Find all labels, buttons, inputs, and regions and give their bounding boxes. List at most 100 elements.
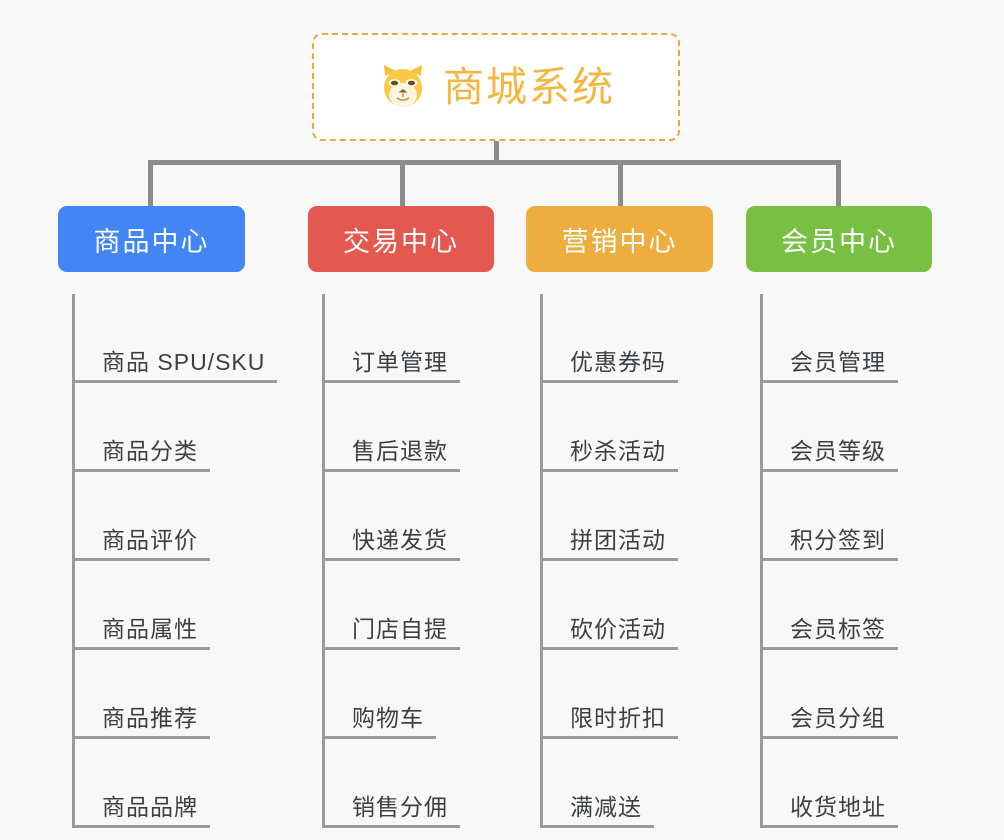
leaf-spine — [760, 294, 763, 828]
leaf-underline — [760, 558, 898, 561]
leaf-label: 售后退款 — [352, 438, 448, 464]
leaf-item[interactable]: 销售分佣 — [322, 739, 494, 828]
leaf-label: 秒杀活动 — [570, 438, 666, 464]
leaf-underline — [760, 825, 898, 828]
leaf-label: 会员管理 — [790, 349, 886, 375]
leaf-item[interactable]: 商品推荐 — [72, 650, 265, 739]
leaf-label: 商品分类 — [102, 438, 198, 464]
shiba-dog-icon — [384, 65, 422, 109]
category-title: 商品中心 — [93, 226, 210, 257]
category-header-member[interactable]: 会员中心 — [746, 206, 932, 272]
leaf-item[interactable]: 订单管理 — [322, 294, 494, 383]
leaf-label: 满减送 — [570, 794, 642, 820]
leaf-label: 商品评价 — [102, 527, 198, 553]
category-title: 会员中心 — [781, 226, 897, 257]
leaf-underline — [72, 380, 277, 383]
leaf-underline — [322, 558, 460, 561]
leaf-list-member: 会员管理 会员等级 积分签到 会员标签 会员分组 收货地址 — [746, 294, 932, 828]
leaf-label: 积分签到 — [790, 527, 886, 553]
leaf-underline — [322, 825, 460, 828]
category-column-trade: 交易中心 订单管理 售后退款 快递发货 门店自提 购物车 — [308, 206, 494, 828]
leaf-underline — [322, 469, 460, 472]
leaf-item[interactable]: 商品属性 — [72, 561, 265, 650]
category-column-member: 会员中心 会员管理 会员等级 积分签到 会员标签 会员分组 — [746, 206, 932, 828]
leaf-label: 砍价活动 — [570, 616, 666, 642]
leaf-item[interactable]: 商品品牌 — [72, 739, 265, 828]
leaf-item[interactable]: 限时折扣 — [540, 650, 713, 739]
leaf-item[interactable]: 商品 SPU/SKU — [72, 294, 277, 383]
connector-drop-2 — [618, 160, 623, 208]
leaf-underline — [322, 736, 436, 739]
leaf-underline — [72, 558, 210, 561]
leaf-underline — [540, 825, 654, 828]
leaf-underline — [322, 647, 460, 650]
leaf-spine — [72, 294, 75, 828]
leaf-label: 销售分佣 — [352, 794, 448, 820]
root-title: 商城系统 — [443, 63, 615, 110]
leaf-item[interactable]: 会员等级 — [760, 383, 932, 472]
leaf-label: 收货地址 — [790, 794, 886, 820]
leaf-item[interactable]: 秒杀活动 — [540, 383, 713, 472]
leaf-item[interactable]: 快递发货 — [322, 472, 494, 561]
leaf-underline — [72, 647, 210, 650]
leaf-item[interactable]: 会员分组 — [760, 650, 932, 739]
leaf-list-product: 商品 SPU/SKU 商品分类 商品评价 商品属性 商品推荐 商品品牌 — [58, 294, 277, 828]
connector-drop-3 — [836, 160, 841, 208]
leaf-spine — [540, 294, 543, 828]
leaf-underline — [760, 647, 898, 650]
leaf-item[interactable]: 砍价活动 — [540, 561, 713, 650]
category-title: 营销中心 — [561, 226, 678, 257]
leaf-underline — [540, 647, 678, 650]
leaf-label: 商品品牌 — [102, 794, 198, 820]
leaf-item[interactable]: 会员管理 — [760, 294, 932, 383]
connector-drop-0 — [148, 160, 153, 208]
leaf-item[interactable]: 积分签到 — [760, 472, 932, 561]
leaf-label: 购物车 — [352, 705, 424, 731]
leaf-label: 快递发货 — [352, 527, 448, 553]
leaf-item[interactable]: 购物车 — [322, 650, 494, 739]
leaf-label: 商品 SPU/SKU — [102, 349, 266, 375]
leaf-item[interactable]: 售后退款 — [322, 383, 494, 472]
leaf-underline — [540, 469, 678, 472]
leaf-label: 限时折扣 — [570, 705, 666, 731]
leaf-label: 拼团活动 — [570, 527, 666, 553]
leaf-underline — [72, 469, 210, 472]
leaf-list-trade: 订单管理 售后退款 快递发货 门店自提 购物车 销售分佣 — [308, 294, 494, 828]
category-header-product[interactable]: 商品中心 — [58, 206, 245, 272]
leaf-underline — [760, 736, 898, 739]
leaf-label: 会员分组 — [790, 705, 886, 731]
leaf-label: 商品属性 — [102, 616, 198, 642]
leaf-label: 商品推荐 — [102, 705, 198, 731]
connector-horizontal-bus — [148, 160, 841, 165]
leaf-item[interactable]: 拼团活动 — [540, 472, 713, 561]
leaf-underline — [322, 380, 460, 383]
leaf-item[interactable]: 商品评价 — [72, 472, 265, 561]
category-column-product: 商品中心 商品 SPU/SKU 商品分类 商品评价 商品属性 商品推荐 — [58, 206, 277, 828]
leaf-item[interactable]: 门店自提 — [322, 561, 494, 650]
category-header-marketing[interactable]: 营销中心 — [526, 206, 713, 272]
leaf-item[interactable]: 满减送 — [540, 739, 713, 828]
leaf-underline — [760, 380, 898, 383]
leaf-underline — [540, 380, 678, 383]
leaf-label: 优惠券码 — [570, 349, 666, 375]
leaf-underline — [72, 825, 210, 828]
leaf-item[interactable]: 商品分类 — [72, 383, 265, 472]
leaf-underline — [540, 558, 678, 561]
leaf-label: 订单管理 — [352, 349, 448, 375]
leaf-underline — [540, 736, 678, 739]
leaf-label: 会员等级 — [790, 438, 886, 464]
leaf-underline — [760, 469, 898, 472]
connector-drop-1 — [400, 160, 405, 208]
leaf-spine — [322, 294, 325, 828]
leaf-label: 门店自提 — [352, 616, 448, 642]
leaf-item[interactable]: 会员标签 — [760, 561, 932, 650]
category-header-trade[interactable]: 交易中心 — [308, 206, 494, 272]
leaf-underline — [72, 736, 210, 739]
connector-root-stem — [494, 141, 499, 163]
leaf-item[interactable]: 收货地址 — [760, 739, 932, 828]
category-column-marketing: 营销中心 优惠券码 秒杀活动 拼团活动 砍价活动 限时折扣 — [526, 206, 713, 828]
root-node[interactable]: 商城系统 — [312, 33, 680, 141]
leaf-item[interactable]: 优惠券码 — [540, 294, 713, 383]
leaf-label: 会员标签 — [790, 616, 886, 642]
